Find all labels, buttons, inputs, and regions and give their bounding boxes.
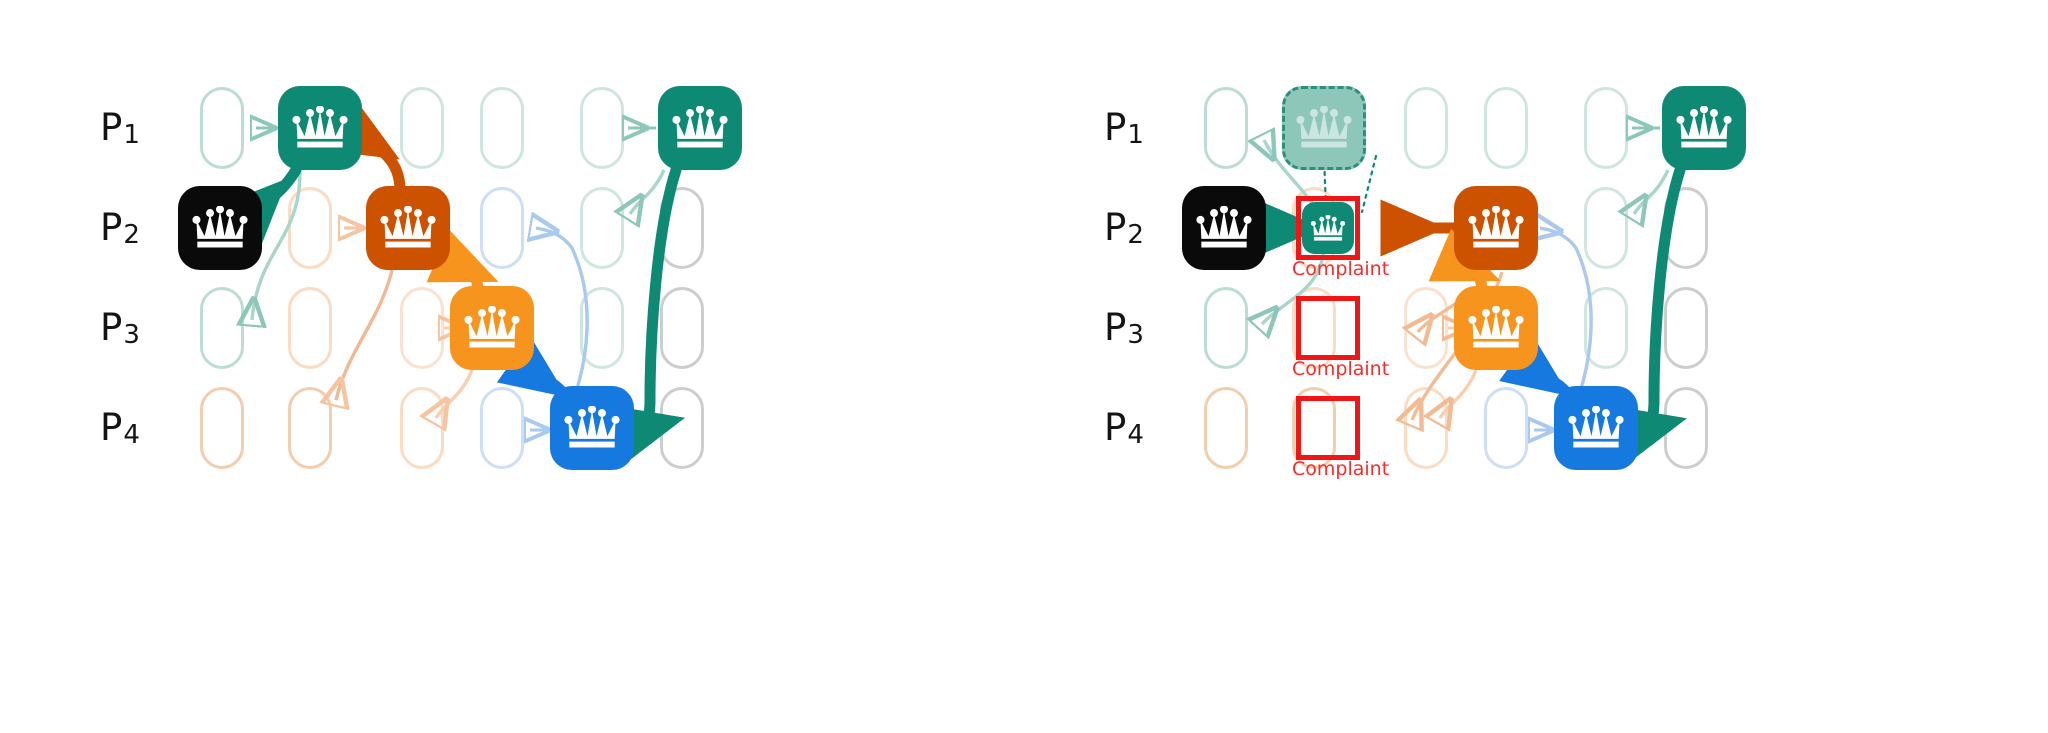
complaint-label-p2: Complaint (1292, 258, 1390, 280)
slot-r-p4-c4[interactable] (1484, 387, 1528, 469)
crown-icon (291, 106, 349, 150)
slot-p3-c3[interactable] (400, 287, 444, 369)
crown-icon (1295, 106, 1353, 150)
slot-p2-c5[interactable] (580, 187, 624, 269)
row-label-p3-right: P3 (1104, 306, 1144, 350)
slot-r-p4-c3[interactable] (1404, 387, 1448, 469)
slot-p3-c5[interactable] (580, 287, 624, 369)
row-label-p4-right: P4 (1104, 406, 1144, 450)
token-p2-c1-black[interactable] (178, 186, 262, 270)
crown-icon (463, 306, 521, 350)
link-p1c6-to-p2c5 (630, 169, 666, 214)
panel-complaint-grid: P1 P2 P3 P4 (1024, 0, 2048, 733)
slot-r-p1-c1[interactable] (1204, 87, 1248, 169)
slot-r-p2-c6[interactable] (1664, 187, 1708, 269)
slot-p2-c6[interactable] (660, 187, 704, 269)
slot-r-p4-c2[interactable] (1292, 387, 1336, 469)
slot-p2-c4[interactable] (480, 187, 524, 269)
slot-r-p1-c5[interactable] (1584, 87, 1628, 169)
token-r-p2-c1-black[interactable] (1182, 186, 1266, 270)
slot-r-p3-c1[interactable] (1204, 287, 1248, 369)
complaint-label-p3: Complaint (1292, 358, 1390, 380)
slot-p4-c3[interactable] (400, 387, 444, 469)
token-p3-c4-orange[interactable] (450, 286, 534, 370)
complaint-box-p3[interactable] (1296, 296, 1360, 360)
token-r-p1-c6-teal[interactable] (1662, 86, 1746, 170)
link-r-p1c6-to-p2c5 (1634, 169, 1670, 214)
slot-r-p1-c4[interactable] (1484, 87, 1528, 169)
crown-icon (1467, 306, 1525, 350)
slot-r-p3-c3[interactable] (1404, 287, 1448, 369)
slot-p2-c2[interactable] (288, 187, 332, 269)
row-label-p2-right: P2 (1104, 206, 1144, 250)
complaint-box-p2[interactable] (1296, 196, 1360, 260)
complaint-label-p4: Complaint (1292, 458, 1390, 480)
slot-r-p2-c5[interactable] (1584, 187, 1628, 269)
token-r-p3-c4-orange[interactable] (1454, 286, 1538, 370)
token-r-p4-c5-blue[interactable] (1554, 386, 1638, 470)
slot-p1-c4[interactable] (480, 87, 524, 169)
crown-icon (1675, 106, 1733, 150)
slot-r-p1-c3[interactable] (1404, 87, 1448, 169)
panel-baseline-grid: P1 P2 P3 P4 (100, 86, 742, 470)
slot-p4-c2[interactable] (288, 387, 332, 469)
slot-r-p3-c5[interactable] (1584, 287, 1628, 369)
slot-p4-c4[interactable] (480, 387, 524, 469)
slot-p3-c6[interactable] (660, 287, 704, 369)
slot-p1-c1[interactable] (200, 87, 244, 169)
crown-icon (1310, 214, 1346, 242)
crown-icon (1467, 206, 1525, 250)
slot-r-p4-c1[interactable] (1204, 387, 1248, 469)
token-p1-c6-teal[interactable] (658, 86, 742, 170)
complaint-box-p4[interactable] (1296, 396, 1360, 460)
slot-r-p3-c6[interactable] (1664, 287, 1708, 369)
token-p1-c2-teal[interactable] (278, 86, 362, 170)
slot-p3-c2[interactable] (288, 287, 332, 369)
crown-icon (379, 206, 437, 250)
token-p4-c5-blue[interactable] (550, 386, 634, 470)
slot-p4-c1[interactable] (200, 387, 244, 469)
token-r-p1-c2-teal-ghost[interactable] (1282, 86, 1366, 170)
crown-icon (563, 406, 621, 450)
row-label-p1-right: P1 (1104, 106, 1144, 150)
slot-p3-c1[interactable] (200, 287, 244, 369)
slot-p1-c3[interactable] (400, 87, 444, 169)
slot-r-p4-c6[interactable] (1664, 387, 1708, 469)
slot-p1-c5[interactable] (580, 87, 624, 169)
row-label-p1: P1 (100, 106, 140, 150)
crown-icon (1195, 206, 1253, 250)
crown-icon (191, 206, 249, 250)
token-r-p2-c3-darkorange[interactable] (1454, 186, 1538, 270)
crown-icon (1567, 406, 1625, 450)
crown-icon (671, 106, 729, 150)
row-label-p4: P4 (100, 406, 140, 450)
link-p2c3-to-teal-p1c2 (328, 101, 406, 196)
slot-p4-c6[interactable] (660, 387, 704, 469)
row-label-p3: P3 (100, 306, 140, 350)
ghost-link-right (1360, 154, 1378, 214)
token-p2-c3-darkorange[interactable] (366, 186, 450, 270)
token-r-p2-c2-teal-small[interactable] (1302, 202, 1354, 254)
arrow-layer-right (1024, 0, 1687, 463)
row-label-p2: P2 (100, 206, 140, 250)
link-p2c3-to-p4c2 (336, 269, 394, 400)
